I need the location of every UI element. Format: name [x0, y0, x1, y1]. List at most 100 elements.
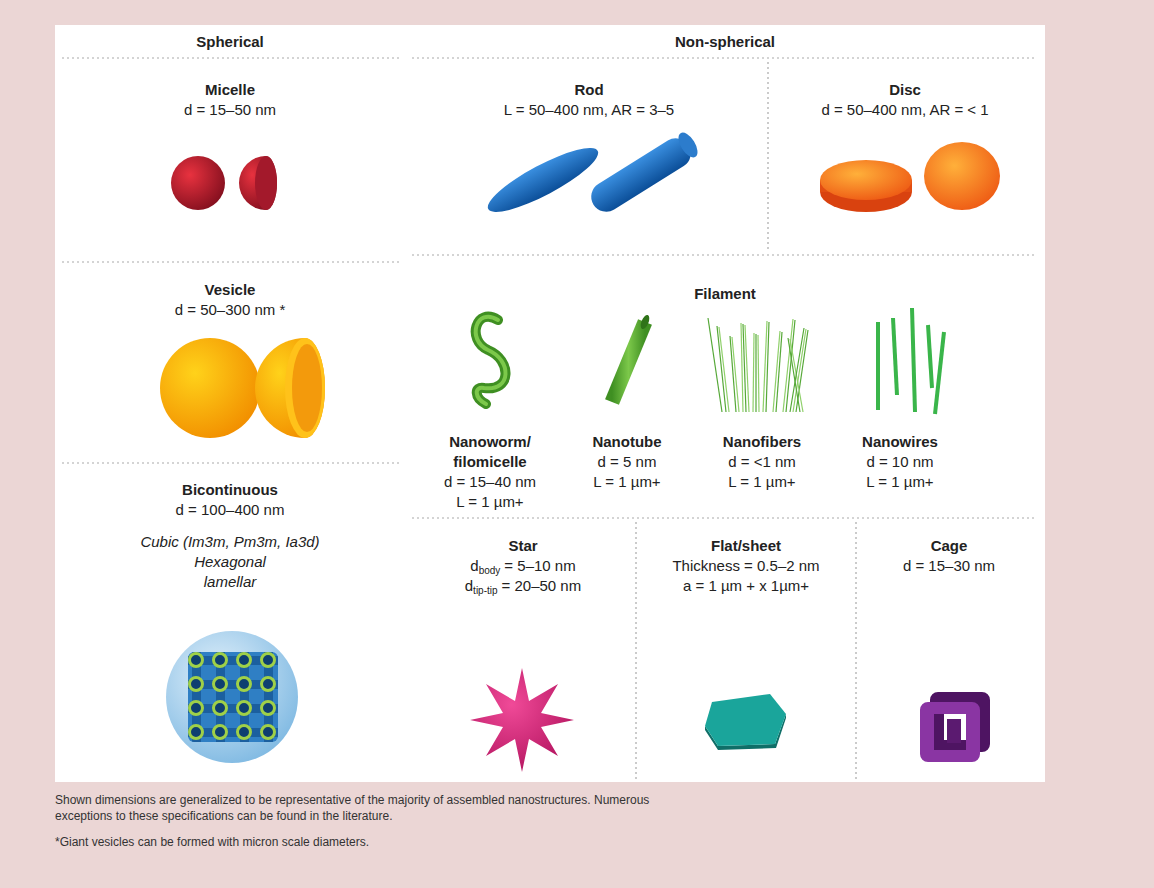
text-line: Vesicle	[55, 280, 405, 300]
shape-cell: Disc d = 50–400 nm, AR = < 1	[770, 62, 1040, 252]
dimension-text: L = 1 µm+	[728, 473, 795, 490]
disc-figure	[820, 142, 1000, 212]
dimension-text: Thickness = 0.5–2 nm	[672, 557, 819, 574]
text-line: Micelle	[55, 80, 405, 100]
shape-cell: Bicontinuous d = 100–400 nm Cubic (Im3m, P…	[55, 466, 405, 776]
sheet-figure	[705, 694, 786, 750]
dimension-text: d = 100–400 nm	[176, 501, 285, 518]
micelle-figure	[171, 156, 277, 210]
dimension-text: d = 15–40 nm	[444, 473, 536, 490]
text-line: Nanofibers	[697, 432, 827, 452]
dimension-text: lamellar	[204, 573, 257, 590]
dimension-text: = 20–50 nm	[502, 577, 582, 594]
text-line: Nanowires	[835, 432, 965, 452]
shape-cell: Micelle d = 15–50 nm	[55, 62, 405, 260]
text-line: d = 10 nm	[835, 452, 965, 472]
shape-cell: Rod L = 50–400 nm, AR = 3–5	[410, 62, 768, 252]
text-line: Cubic (Im3m, Pm3m, Ia3d)	[55, 532, 405, 552]
text-line: d = 15–50 nm	[55, 100, 405, 120]
shape-name: Rod	[574, 81, 603, 98]
text-line: L = 1 µm+	[697, 472, 827, 492]
text-line: Filament	[410, 284, 1040, 304]
text-line: d = <1 nm	[697, 452, 827, 472]
panel	[55, 25, 1045, 782]
subscript: tip-tip	[473, 585, 497, 596]
shape-cell: Stardbody= 5–10 nmdtip-tip= 20–50 nm	[412, 522, 634, 778]
text-line: Flat/sheet	[638, 536, 854, 556]
column-heading: Spherical	[55, 34, 405, 50]
dimension-text: d = 50–400 nm, AR = < 1	[821, 101, 988, 118]
dimension-text: L = 50–400 nm, AR = 3–5	[504, 101, 674, 118]
filament-figures	[476, 308, 944, 414]
text-line: dtip-tip = 20–50 nm	[412, 576, 634, 596]
dimension-text: d = <1 nm	[728, 453, 796, 470]
shape-cell: Cage d = 15–30 nm	[858, 522, 1040, 778]
cage-figure	[920, 692, 990, 762]
text-line: a = 1 µm + x 1µm+	[638, 576, 854, 596]
shape-name: Micelle	[205, 81, 255, 98]
text-line: Star	[412, 536, 634, 556]
text-line: d = 5 nm	[562, 452, 692, 472]
text-line: Cage	[858, 536, 1040, 556]
dimension-text: d = 50–300 nm *	[175, 301, 286, 318]
text-line: L = 1 µm+	[420, 492, 560, 512]
shape-name: Cage	[931, 537, 968, 554]
dimension-text: Hexagonal	[194, 553, 266, 570]
text-line: Thickness = 0.5–2 nm	[638, 556, 854, 576]
subscript: body	[479, 565, 501, 576]
dimension-text: d	[465, 577, 473, 594]
dimension-text: L = 1 µm+	[456, 493, 523, 510]
dimension-text: L = 1 µm+	[593, 473, 660, 490]
dimension-text: d = 15–50 nm	[184, 101, 276, 118]
text-line: d = 50–300 nm *	[55, 300, 405, 320]
caption: Shown dimensions are generalized to be r…	[55, 792, 695, 824]
shape-name: Bicontinuous	[182, 481, 278, 498]
shape-name: Vesicle	[205, 281, 256, 298]
dimension-text: L = 1 µm+	[866, 473, 933, 490]
filament-type: Nanoworm/ filomicelle d = 15–40 nm L = 1 µ…	[420, 432, 560, 516]
footnote: *Giant vesicles can be formed with micro…	[55, 834, 1055, 850]
vesicle-figure	[160, 338, 325, 438]
dimension-text: d = 10 nm	[866, 453, 933, 470]
dimension-text: = 5–10 nm	[504, 557, 575, 574]
text-line: d = 15–40 nm	[420, 472, 560, 492]
shape-cell: FilamentNanoworm/ filomicelle d = 15–40 n…	[410, 258, 1040, 516]
dimension-text: d = 5 nm	[598, 453, 657, 470]
text-line: Nanotube	[562, 432, 692, 452]
dimension-text: d	[470, 557, 478, 574]
shape-name: Nanoworm/ filomicelle	[449, 433, 531, 470]
filament-type: Nanofibers d = <1 nm L = 1 µm+	[697, 432, 827, 512]
filament-type: Nanowires d = 10 nm L = 1 µm+	[835, 432, 965, 512]
text-line: Disc	[770, 80, 1040, 100]
text-line: d = 50–400 nm, AR = < 1	[770, 100, 1040, 120]
shape-name: Nanotube	[592, 433, 661, 450]
text-line: d = 15–30 nm	[858, 556, 1040, 576]
shape-name: Filament	[694, 285, 756, 302]
text-line: d = 100–400 nm	[55, 500, 405, 520]
dimension-text: a = 1 µm + x 1µm+	[683, 577, 809, 594]
shape-name: Nanowires	[862, 433, 938, 450]
bicontinuous-figure	[166, 631, 298, 763]
star-figure	[470, 668, 574, 772]
text-line: L = 1 µm+	[562, 472, 692, 492]
shape-name: Flat/sheet	[711, 537, 781, 554]
dotted-separators	[62, 58, 1036, 780]
shape-name: Disc	[889, 81, 921, 98]
text-line: dbody= 5–10 nm	[412, 556, 634, 576]
shape-name: Nanofibers	[723, 433, 801, 450]
text-line: L = 1 µm+	[835, 472, 965, 492]
dimension-text: d = 15–30 nm	[903, 557, 995, 574]
text-line: lamellar	[55, 572, 405, 592]
rod-figure	[481, 129, 701, 222]
text-line: Nanoworm/ filomicelle	[420, 432, 560, 472]
dimension-text: Cubic (Im3m, Pm3m, Ia3d)	[140, 533, 319, 550]
text-line: L = 50–400 nm, AR = 3–5	[410, 100, 768, 120]
shape-cell: Flat/sheetThickness = 0.5–2 nm a = 1 µm +…	[638, 522, 854, 778]
column-heading: Non-spherical	[410, 34, 1040, 50]
text-line: Hexagonal	[55, 552, 405, 572]
text-line: Bicontinuous	[55, 480, 405, 500]
text-line: Rod	[410, 80, 768, 100]
shape-name: Star	[508, 537, 537, 554]
